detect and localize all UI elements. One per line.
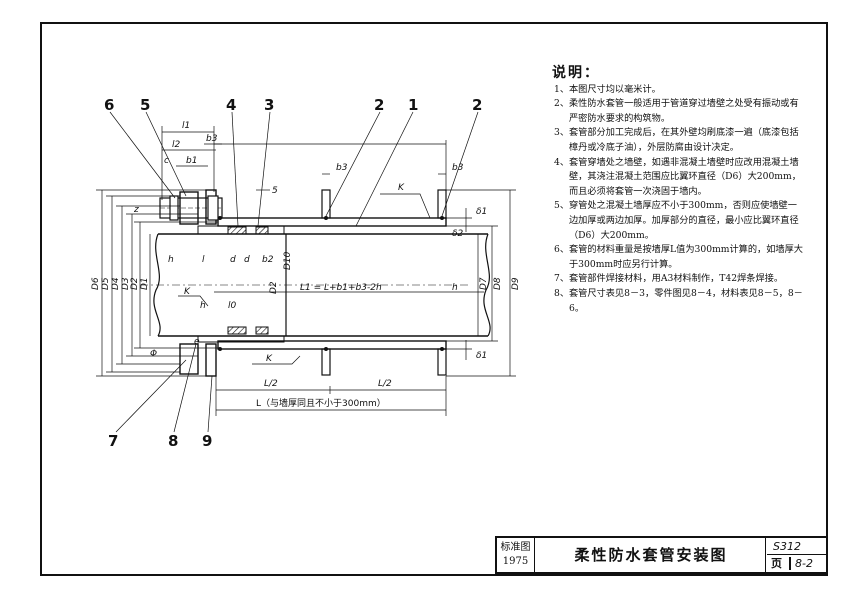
svg-text:l: l — [202, 255, 205, 265]
pressing-flange — [179, 191, 285, 375]
svg-text:D2: D2 — [130, 277, 140, 290]
svg-text:L/2: L/2 — [264, 379, 278, 389]
weld-marks — [218, 216, 444, 351]
drawing-code: S312 — [767, 538, 828, 555]
note-text: 套管尺寸表见8－3，零件图见8－4，材料表见8－5，8－6。 — [569, 287, 803, 314]
standard-line1: 标准图 — [500, 542, 531, 553]
svg-text:δ2: δ2 — [452, 229, 464, 239]
note-number: 8、 — [554, 287, 570, 299]
callout-5: 5 — [140, 96, 150, 114]
note-text: 套管的材料重量是按墙厚L值为300mm计算的，如墙厚大于300mm时应另行计算。 — [569, 244, 803, 270]
callout-2a: 2 — [374, 96, 384, 114]
note-text: 套管穿墙处之墙壁，如遇非混凝土墙壁时应改用混凝土墙壁，其浇注混凝土范围应比翼环直… — [569, 156, 801, 197]
callout-8: 8 — [168, 432, 178, 450]
page-label: 页 — [771, 557, 782, 570]
svg-text:L1 = L+b1+b3-2h: L1 = L+b1+b3-2h — [300, 283, 382, 293]
svg-text:h: h — [452, 283, 458, 293]
svg-text:D1: D1 — [140, 277, 150, 290]
standard-year: 1975 — [502, 556, 529, 567]
notes-list: 1、本图尺寸均以毫米计。2、柔性防水套管一般适用于管道穿过墙壁之处受有振动或有严… — [552, 83, 804, 317]
note-item: 5、穿管处之混凝土墙厚应不小于300mm，否则应使墙壁一边加厚或两边加厚。加厚部… — [554, 199, 804, 243]
note-number: 7、 — [554, 273, 570, 285]
svg-text:d: d — [230, 255, 236, 265]
svg-text:b1: b1 — [186, 156, 197, 166]
page-value: 8-2 — [795, 557, 813, 570]
rubber-seal — [227, 226, 269, 335]
svg-text:D5: D5 — [101, 277, 111, 290]
note-number: 6、 — [554, 244, 570, 256]
note-number: 1、 — [554, 83, 570, 95]
svg-text:δ1: δ1 — [476, 351, 487, 361]
note-item: 4、套管穿墙处之墙壁，如遇非混凝土墙壁时应改用混凝土墙壁，其浇注混凝土范围应比翼… — [554, 156, 804, 200]
svg-text:l2: l2 — [172, 140, 181, 150]
dimension-lines — [96, 111, 516, 433]
note-text: 穿管处之混凝土墙厚应不小于300mm，否则应使墙壁一边加厚或两边加厚。加厚部分的… — [569, 200, 799, 241]
svg-text:L（与墙厚同且不小于300mm）: L（与墙厚同且不小于300mm） — [256, 397, 386, 409]
svg-text:b2: b2 — [262, 255, 274, 265]
svg-text:K: K — [266, 354, 273, 364]
svg-text:D9: D9 — [511, 277, 521, 290]
note-text: 套管部分加工完成后，在其外壁均刷底漆一遍（底漆包括樟丹或冷底子油），外层防腐由设… — [569, 127, 799, 153]
svg-text:l0: l0 — [228, 301, 237, 311]
callouts: 6 5 4 3 2 1 2 7 8 9 — [104, 96, 482, 450]
svg-text:b3: b3 — [336, 163, 348, 173]
callout-3: 3 — [264, 96, 274, 114]
callout-1: 1 — [408, 96, 418, 114]
note-item: 8、套管尺寸表见8－3，零件图见8－4，材料表见8－5，8－6。 — [554, 287, 804, 316]
svg-text:D2: D2 — [269, 281, 279, 294]
svg-text:K: K — [398, 183, 405, 193]
svg-text:d: d — [244, 255, 250, 265]
svg-text:h: h — [200, 301, 206, 311]
drawing-frame — [40, 22, 828, 576]
svg-text:δ1: δ1 — [476, 207, 487, 217]
svg-text:e: e — [194, 337, 200, 347]
svg-text:K: K — [184, 287, 191, 297]
page-number: 页 8-2 — [767, 555, 828, 572]
callout-6: 6 — [104, 96, 114, 114]
svg-text:Φ: Φ — [150, 349, 157, 359]
callout-7: 7 — [108, 432, 118, 450]
bolt — [159, 195, 223, 221]
dimension-labels: l1 l2 b3 b1 c b3 b3 K 5 δ1 δ2 δ1 h l d d… — [91, 121, 521, 409]
note-item: 1、本图尺寸均以毫米计。 — [554, 83, 804, 98]
callout-2b: 2 — [472, 96, 482, 114]
svg-text:z: z — [133, 205, 139, 215]
note-item: 6、套管的材料重量是按墙厚L值为300mm计算的，如墙厚大于300mm时应另行计… — [554, 243, 804, 272]
svg-text:D6: D6 — [91, 277, 101, 290]
svg-text:h: h — [168, 255, 174, 265]
svg-text:L/2: L/2 — [378, 379, 392, 389]
notes-panel: 说明： 1、本图尺寸均以毫米计。2、柔性防水套管一般适用于管道穿过墙壁之处受有振… — [552, 66, 804, 316]
callout-4: 4 — [226, 96, 236, 114]
callout-9: 9 — [202, 432, 212, 450]
note-text: 套管部件焊接材料，用A3材料制作，T42焊条焊接。 — [569, 273, 784, 285]
note-item: 3、套管部分加工完成后，在其外壁均刷底漆一遍（底漆包括樟丹或冷底子油），外层防腐… — [554, 126, 804, 155]
svg-text:b3: b3 — [452, 163, 464, 173]
note-number: 5、 — [554, 200, 570, 212]
standard-label: 标准图 1975 — [497, 538, 535, 572]
svg-text:D8: D8 — [493, 277, 503, 290]
note-text: 本图尺寸均以毫米计。 — [569, 83, 661, 95]
notes-heading: 说明： — [552, 65, 600, 81]
svg-text:c: c — [164, 156, 169, 166]
svg-text:l1: l1 — [182, 121, 190, 131]
title-block: 标准图 1975 柔性防水套管安装图 S312 页 8-2 — [495, 536, 828, 574]
svg-text:D7: D7 — [479, 277, 489, 290]
svg-text:D4: D4 — [111, 277, 121, 290]
drawing-title: 柔性防水套管安装图 — [537, 538, 766, 572]
note-item: 7、套管部件焊接材料，用A3材料制作，T42焊条焊接。 — [554, 272, 804, 287]
note-number: 4、 — [554, 156, 570, 168]
note-number: 3、 — [554, 127, 570, 139]
note-number: 2、 — [554, 98, 570, 110]
svg-text:b3: b3 — [206, 134, 218, 144]
svg-text:D3: D3 — [121, 277, 131, 290]
note-text: 柔性防水套管一般适用于管道穿过墙壁之处受有振动或有严密防水要求的构筑物。 — [569, 98, 799, 124]
note-item: 2、柔性防水套管一般适用于管道穿过墙壁之处受有振动或有严密防水要求的构筑物。 — [554, 97, 804, 126]
svg-text:D10: D10 — [283, 251, 293, 270]
svg-text:5: 5 — [272, 186, 278, 196]
